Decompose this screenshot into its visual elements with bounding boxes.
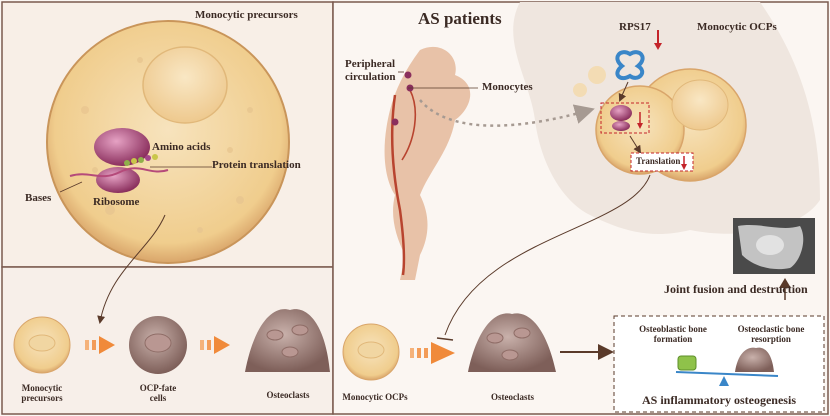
translation-down-arrow [681, 164, 687, 170]
precursor-cell [46, 20, 290, 264]
monocytes-label: Monocytes [482, 81, 533, 93]
amino-acid-chain [124, 154, 158, 166]
precursor-nucleus [142, 46, 228, 124]
osteoclast-right-nuclei [486, 327, 531, 361]
ocp-nucleus [671, 79, 729, 131]
osteogenesis-title: AS inflammatory osteogenesis [642, 393, 796, 407]
monocytic-ocps-title: Monocytic OCPs [697, 21, 777, 33]
mini-ribosome-box [600, 102, 650, 134]
patient-silhouette [384, 46, 471, 280]
joint-label: Joint fusion and destruction [664, 282, 808, 296]
balance-beam [675, 371, 779, 377]
rps17-to-ribosome-arrow [618, 81, 629, 102]
amino-acids-label: Amino acids [152, 141, 211, 153]
bases-label: Bases [25, 192, 52, 204]
osteoclasts-left-label: Osteoclasts [266, 390, 310, 400]
rps17-molecule [615, 50, 645, 81]
ocp-fate-nucleus [144, 333, 172, 353]
inhibition-bar [436, 337, 454, 341]
ribosome-label: Ribosome [93, 196, 140, 208]
osteoclastic-label: Osteoclastic bone resorption [737, 324, 805, 345]
ribosome-to-translation-arrow [629, 135, 642, 154]
circulating-monocyte-3 [391, 118, 399, 126]
vessel-main [391, 94, 406, 276]
small-precursor-nucleus [28, 334, 56, 352]
circulating-monocyte-1 [404, 71, 412, 79]
mini-ribosome-bottom [612, 121, 630, 131]
osteoclast-left [245, 309, 330, 372]
osteoblastic-label: Osteoblastic bone formation [639, 324, 707, 345]
ribosome-small-subunit [96, 167, 140, 193]
osteoclast-right [468, 313, 556, 372]
as-patients-title: AS patients [418, 9, 502, 28]
upward-arrow-head [779, 278, 791, 288]
cytoplasm-dots [81, 57, 253, 233]
osteogenesis-box [613, 315, 825, 413]
bases-leader [59, 181, 83, 193]
ribosome-large-subunit [94, 128, 150, 166]
osteoclast-small-icon [735, 347, 774, 372]
ocp-vesicles [573, 66, 606, 97]
rps17-label: RPS17 [619, 21, 651, 33]
ocp-fate-label: OCP-fate cells [139, 383, 177, 404]
down-arrow [97, 214, 166, 324]
peripheral-label: Peripheral circulation [345, 58, 396, 83]
precursors-label: Monocytic precursors [21, 383, 63, 404]
orange-arrow-1 [85, 336, 115, 354]
translation-box [630, 152, 694, 172]
osteoblast-icon [677, 355, 697, 371]
mrna-strand [69, 167, 169, 178]
orange-arrow-2 [200, 336, 230, 354]
inhibition-line [444, 174, 651, 336]
left-panel-title: Monocytic precursors [195, 9, 298, 21]
osteoclast-left-nuclei [266, 324, 309, 358]
mini-ribosome-down-arrow [637, 123, 643, 129]
balance-fulcrum [719, 376, 729, 386]
translation-label: Translation [636, 156, 681, 166]
mini-ribosome-top [610, 105, 632, 121]
bottom-ocp-nucleus [357, 341, 385, 359]
migration-arrow [419, 99, 595, 127]
bottom-osteoclasts-label: Osteoclasts [491, 392, 534, 402]
protein-translation-label: Protein translation [212, 159, 301, 171]
vessel-branch [401, 89, 417, 161]
orange-arrow-3 [410, 342, 455, 364]
bottom-ocps-label: Monocytic OCPs [342, 392, 408, 402]
